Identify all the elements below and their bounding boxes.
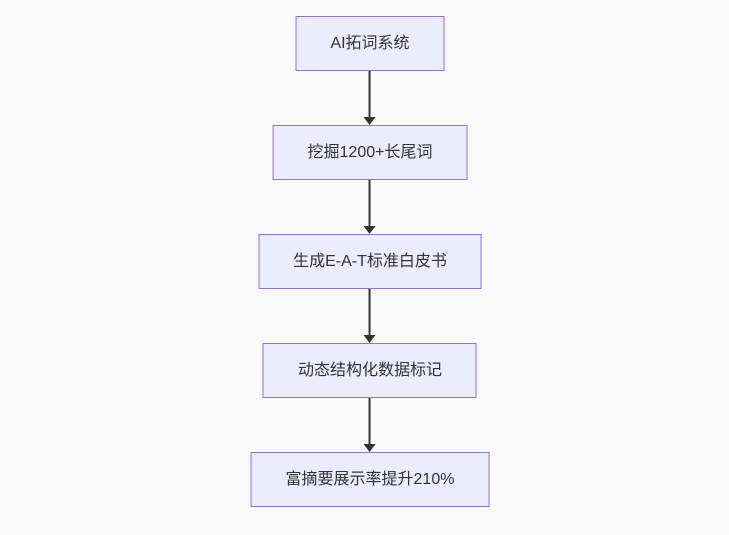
arrowhead-icon: [364, 117, 376, 125]
edge-connector-4: [364, 398, 376, 452]
arrowhead-icon: [364, 226, 376, 234]
flow-node-ai-keyword-system: AI拓词系统: [295, 16, 445, 71]
edge-connector-3: [364, 289, 376, 343]
arrowhead-icon: [364, 335, 376, 343]
arrow-line: [369, 289, 371, 335]
flow-node-longtail-mining: 挖掘1200+长尾词: [272, 125, 468, 180]
edge-connector-2: [364, 180, 376, 234]
node-label: 挖掘1200+长尾词: [307, 143, 433, 161]
flow-node-eat-whitepaper: 生成E-A-T标准白皮书: [258, 234, 482, 289]
arrowhead-icon: [364, 444, 376, 452]
edge-connector-1: [364, 71, 376, 125]
arrow-line: [369, 180, 371, 226]
flow-node-structured-data-markup: 动态结构化数据标记: [262, 343, 477, 398]
flowchart: AI拓词系统 挖掘1200+长尾词 生成E-A-T标准白皮书 动态结构化数据标记: [250, 16, 490, 507]
arrow-line: [369, 71, 371, 117]
node-label: 生成E-A-T标准白皮书: [293, 252, 447, 270]
node-label: 富摘要展示率提升210%: [285, 470, 455, 488]
flow-node-rich-snippet-result: 富摘要展示率提升210%: [250, 452, 490, 507]
node-label: 动态结构化数据标记: [297, 361, 442, 379]
arrow-line: [369, 398, 371, 444]
node-label: AI拓词系统: [330, 34, 410, 52]
